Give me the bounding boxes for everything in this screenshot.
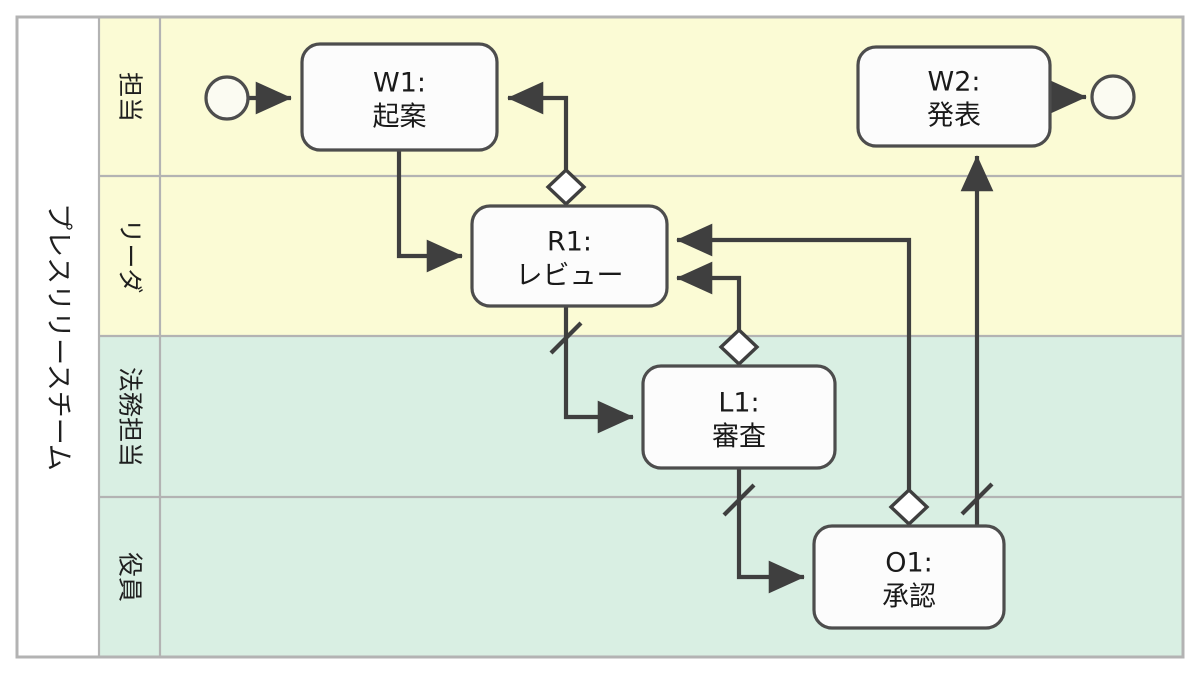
lane-label-leader: リーダ	[116, 218, 145, 293]
events	[204, 74, 1136, 121]
task-w1-name: 起案	[373, 102, 427, 133]
lane-body-officer	[160, 497, 1183, 657]
default-slash-o1-w2	[960, 482, 994, 516]
lane-header-legal	[99, 336, 160, 497]
edge-l1-o1	[736, 468, 805, 594]
edge-o1-r1	[676, 223, 912, 526]
task-o1-box[interactable]	[812, 524, 1006, 630]
default-slash-r1-l1	[549, 321, 583, 355]
conditional-diamond-o1-r1	[888, 487, 930, 527]
default-slash-l1-o1	[722, 483, 756, 517]
task-o1-name: 承認	[882, 582, 936, 613]
task-o1[interactable]: O1: 承認	[812, 524, 1006, 630]
conditional-diamond-r1-w1	[545, 167, 587, 207]
edge-w1-r1	[396, 150, 463, 273]
edge-decorators	[545, 167, 994, 527]
task-w2-box[interactable]	[856, 45, 1052, 148]
task-r1[interactable]: R1: レビュー	[470, 204, 669, 308]
lane-backgrounds	[17, 17, 1183, 657]
task-r1-box[interactable]	[470, 204, 669, 308]
lane-header-officer	[99, 497, 160, 657]
pool-gridlines	[15, 15, 1185, 659]
start-event[interactable]	[204, 75, 250, 121]
lane-header-leader	[99, 176, 160, 336]
task-r1-code: R1:	[547, 227, 592, 258]
task-l1-name: 審査	[712, 422, 766, 453]
task-w2[interactable]: W2: 発表	[856, 45, 1052, 148]
task-w2-name: 発表	[927, 101, 981, 132]
lane-header-tanto	[99, 17, 160, 176]
pool-label-text: プレスリリースチーム	[43, 203, 74, 471]
lane-label-officer: 役員	[116, 552, 145, 602]
end-event[interactable]	[1090, 74, 1136, 120]
task-l1-code: L1:	[718, 388, 759, 419]
task-w1[interactable]: W1: 起案	[300, 42, 499, 152]
pool-label: プレスリリースチーム	[43, 203, 74, 471]
task-w2-code: W2:	[928, 67, 981, 98]
task-w1-code: W1:	[373, 68, 426, 99]
conditional-diamond-l1-r1	[718, 327, 760, 367]
lane-label-legal: 法務担当	[116, 367, 145, 467]
task-w1-box[interactable]	[300, 42, 499, 152]
task-r1-name: レビュー	[516, 261, 624, 292]
lane-label-tanto: 担当	[116, 72, 145, 122]
task-o1-code: O1:	[885, 548, 933, 579]
pool-header-band	[17, 17, 99, 657]
lane-labels: 担当 リーダ 法務担当 役員	[116, 72, 145, 602]
lane-body-leader	[160, 176, 1183, 336]
edge-r1-l1	[563, 306, 634, 434]
task-l1-box[interactable]	[641, 364, 837, 470]
task-l1[interactable]: L1: 審査	[641, 364, 837, 470]
